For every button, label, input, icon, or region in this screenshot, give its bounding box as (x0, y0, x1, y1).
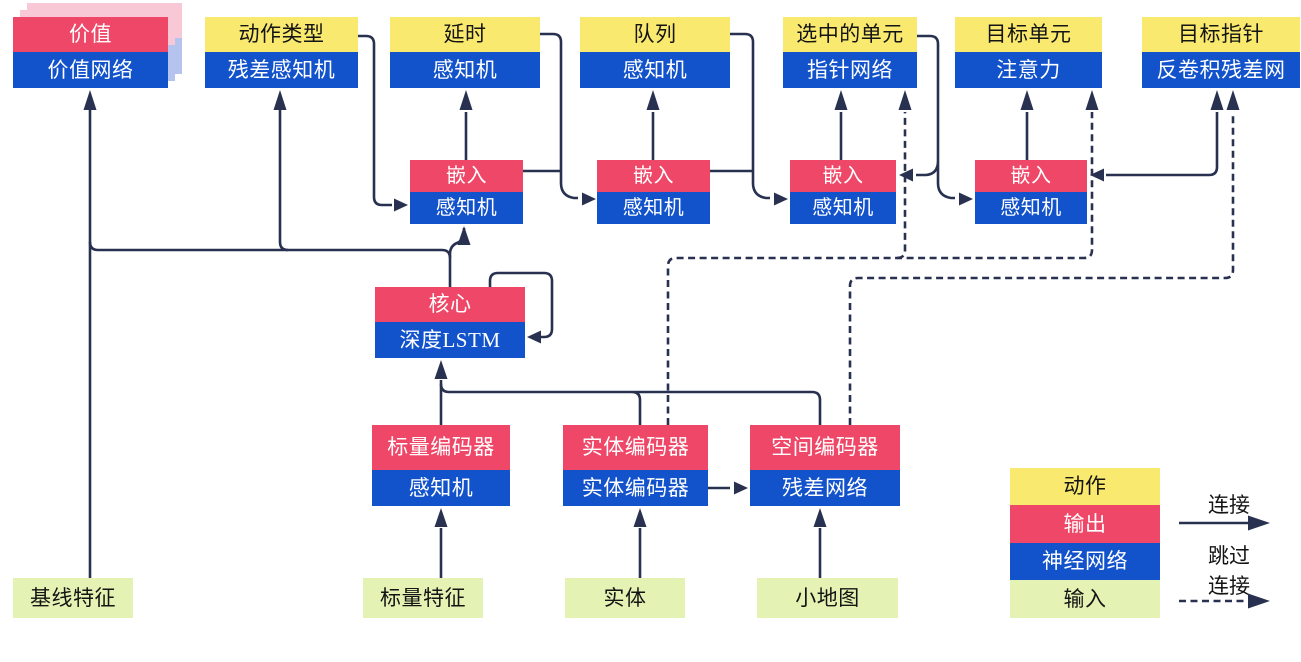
wire-junction2 (710, 32, 770, 200)
embedding-2-network-label: 感知机 (622, 197, 685, 219)
arrowheads (83, 90, 1270, 609)
head-delay-network-label: 感知机 (432, 57, 498, 82)
core-network-label: 深度LSTM (399, 327, 501, 352)
encoder-spatial-network-label: 残差网络 (782, 475, 868, 500)
wire-branch-to-actiontype (278, 110, 289, 252)
encoder-scalar: 标量编码器 感知机 (372, 425, 510, 506)
encoder-entity-network-label: 实体编码器 (581, 475, 690, 500)
wire-core-selfloop (488, 271, 554, 339)
legend-connection-label: 连接 (1208, 493, 1250, 517)
head-target-point: 目标指针 反卷积残差网 (1142, 17, 1300, 88)
head-target-unit-network-label: 注意力 (996, 57, 1061, 82)
embedding-3: 嵌入 感知机 (790, 160, 896, 224)
wire-embed4-to-targetpoint (1106, 112, 1219, 177)
wire-core-out-left (88, 241, 452, 259)
legend-color-key: 动作 输出 神经网络 输入 (1010, 468, 1160, 618)
embedding-1-network-label: 感知机 (435, 197, 498, 219)
head-queue: 队列 感知机 (580, 17, 730, 88)
head-delay: 延时 感知机 (390, 17, 540, 88)
head-value-network-label: 价值网络 (47, 57, 134, 82)
head-target-point-label: 目标指针 (1178, 22, 1264, 46)
legend-action-label: 动作 (1063, 474, 1107, 498)
head-target-unit-label: 目标单元 (985, 22, 1072, 46)
head-action-type-label: 动作类型 (238, 22, 325, 46)
head-selected-units-label: 选中的单元 (796, 22, 904, 46)
head-queue-label: 队列 (633, 22, 677, 46)
embedding-4-network-label: 感知机 (1000, 197, 1062, 219)
wire-junction1 (523, 32, 578, 200)
embedding-4: 嵌入 感知机 (975, 160, 1087, 224)
input-scalar-features: 标量特征 (363, 578, 483, 618)
encoder-scalar-output-label: 标量编码器 (387, 435, 495, 459)
head-target-point-network-label: 反卷积残差网 (1156, 57, 1286, 82)
wire-actiontype-to-embed1 (358, 34, 392, 207)
skip-entity-branch (896, 112, 907, 260)
embedding-3-network-label: 感知机 (812, 197, 874, 219)
head-target-unit: 目标单元 注意力 (955, 17, 1102, 88)
input-scalar-features-label: 标量特征 (380, 585, 466, 610)
embedding-3-output-label: 嵌入 (822, 165, 864, 187)
wire-encoders-collect (439, 383, 822, 425)
encoder-entity: 实体编码器 实体编码器 (563, 425, 708, 506)
legend-skip-label-line2: 连接 (1208, 574, 1250, 598)
head-selected-units-network-label: 指针网络 (807, 57, 893, 82)
encoder-spatial-output-label: 空间编码器 (771, 435, 879, 459)
head-queue-network-label: 感知机 (622, 57, 688, 82)
embedding-1-output-label: 嵌入 (446, 165, 487, 187)
input-baseline-features: 基线特征 (13, 578, 133, 618)
skip-entity (666, 112, 1094, 425)
encoder-entity-output-label: 实体编码器 (581, 435, 690, 459)
head-action-type-network-label: 残差感知机 (227, 57, 336, 82)
legend-output-label: 输出 (1063, 511, 1107, 536)
input-minimap-label: 小地图 (795, 585, 860, 610)
encoder-spatial: 空间编码器 残差网络 (750, 425, 900, 506)
input-entities: 实体 (565, 578, 685, 618)
head-selected-units: 选中的单元 指针网络 (783, 17, 917, 88)
embedding-1: 嵌入 感知机 (410, 160, 523, 224)
legend-input-label: 输入 (1063, 586, 1107, 611)
input-minimap: 小地图 (757, 578, 898, 618)
legend-network-label: 神经网络 (1042, 549, 1128, 573)
input-baseline-features-label: 基线特征 (30, 585, 116, 610)
embedding-2: 嵌入 感知机 (597, 160, 710, 224)
legend-skip-label-line1: 跳过 (1208, 544, 1250, 568)
core: 核心 深度LSTM (375, 287, 525, 358)
wire-junction3 (916, 34, 955, 200)
skip-spatial (848, 112, 1235, 425)
embedding-2-output-label: 嵌入 (633, 165, 674, 187)
head-delay-label: 延时 (443, 22, 487, 46)
core-output-label: 核心 (428, 292, 472, 316)
encoder-scalar-network-label: 感知机 (408, 475, 474, 500)
head-value: 价值 价值网络 (13, 17, 168, 88)
input-entities-label: 实体 (603, 585, 647, 610)
head-action-type: 动作类型 残差感知机 (205, 17, 358, 88)
head-value-output-label: 价值 (69, 22, 112, 46)
embedding-4-output-label: 嵌入 (1010, 165, 1052, 187)
